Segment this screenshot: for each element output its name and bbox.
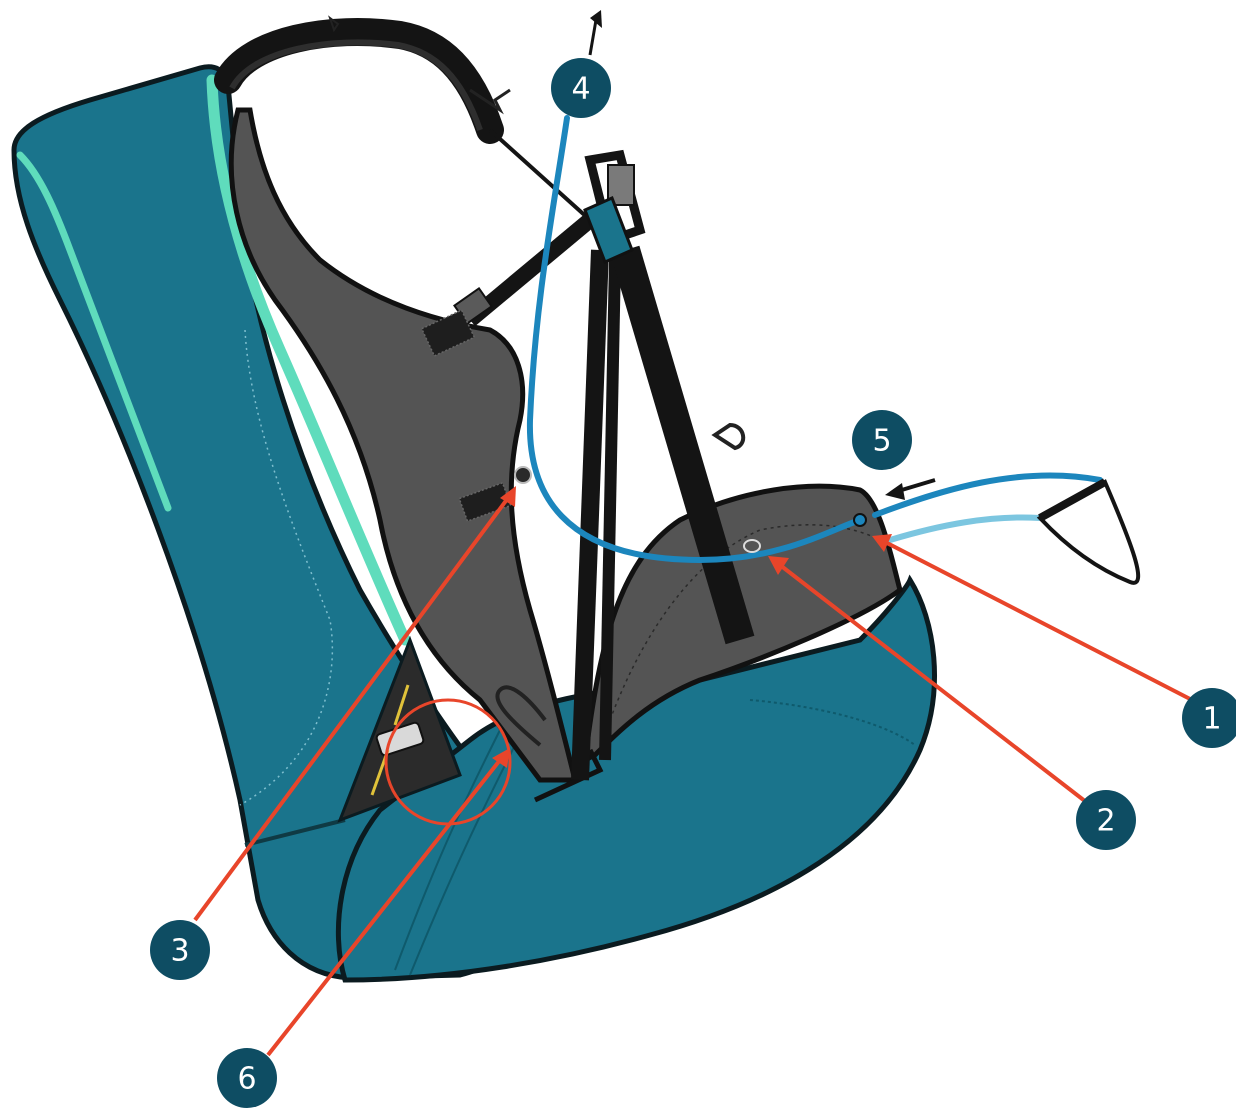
mint-piping-back bbox=[16, 151, 172, 512]
pointer-lines bbox=[193, 486, 1193, 1057]
reserve-handle-loop bbox=[495, 685, 547, 747]
riser-strap-mid bbox=[599, 259, 621, 761]
seat-stitch bbox=[609, 524, 881, 721]
mint-piping-inner bbox=[206, 74, 411, 646]
shoulder-strap-arc bbox=[214, 18, 504, 144]
speed-bar-rung bbox=[1038, 478, 1107, 522]
callout-4: 4 bbox=[551, 58, 611, 118]
riser-strap-left bbox=[571, 249, 609, 781]
callout-3: 3 bbox=[150, 920, 210, 980]
accelerator-cable-front bbox=[872, 472, 1103, 518]
accelerator-cable-light bbox=[887, 514, 1043, 543]
callout-2: 2 bbox=[1076, 790, 1136, 850]
shoulder-straps bbox=[214, 15, 592, 222]
up-arrow-icon bbox=[588, 10, 602, 56]
callout-6-label: 6 bbox=[237, 1062, 256, 1097]
cable-guide-icon bbox=[743, 539, 762, 553]
webbing-straps bbox=[420, 149, 755, 781]
accelerator-cable-vertical bbox=[526, 115, 863, 564]
shoulder-strap-arc-inner bbox=[229, 39, 483, 131]
callout-6: 6 bbox=[217, 1048, 277, 1108]
pointer-line-1 bbox=[884, 540, 1193, 702]
callout-5: 5 bbox=[852, 410, 912, 470]
back-cushion bbox=[228, 107, 579, 783]
lower-pod bbox=[335, 574, 937, 983]
carabiner-gate bbox=[607, 164, 635, 206]
stitch-line-pod bbox=[749, 699, 916, 746]
pointer-arrowhead-2 bbox=[768, 556, 789, 575]
seat-base-edge bbox=[533, 748, 604, 803]
callout-3-label: 3 bbox=[170, 934, 189, 969]
pointer-line-2 bbox=[778, 563, 1092, 807]
pointer-arrowhead-1 bbox=[872, 534, 892, 552]
brake-ring-icon bbox=[514, 466, 533, 484]
top-loop-icon bbox=[328, 15, 340, 33]
cable-pulley-icon bbox=[853, 513, 867, 527]
speed-system bbox=[526, 10, 1141, 585]
shoulder-buckle-icon bbox=[469, 88, 511, 115]
zipper-line bbox=[394, 729, 516, 976]
base-stripe bbox=[244, 818, 346, 847]
speed-bar-icon bbox=[1036, 479, 1141, 585]
pointer-line-3 bbox=[193, 496, 510, 922]
left-arrow-icon bbox=[885, 478, 936, 500]
callout-1-label: 1 bbox=[1202, 702, 1221, 737]
riser-connector-icon bbox=[583, 195, 634, 265]
leg-strap bbox=[610, 245, 755, 645]
pointer-arrowhead-3 bbox=[500, 486, 516, 507]
callout-5-label: 5 bbox=[872, 424, 891, 459]
callout-1: 1 bbox=[1182, 688, 1236, 748]
d-ring-icon bbox=[711, 422, 746, 451]
callout-4-label: 4 bbox=[571, 72, 590, 107]
back-patch bbox=[420, 309, 476, 357]
shoulder-strap-right bbox=[488, 128, 592, 222]
pointer-arrowhead-6 bbox=[492, 748, 510, 768]
pointer-line-6 bbox=[266, 758, 502, 1057]
callout-2-label: 2 bbox=[1096, 804, 1115, 839]
